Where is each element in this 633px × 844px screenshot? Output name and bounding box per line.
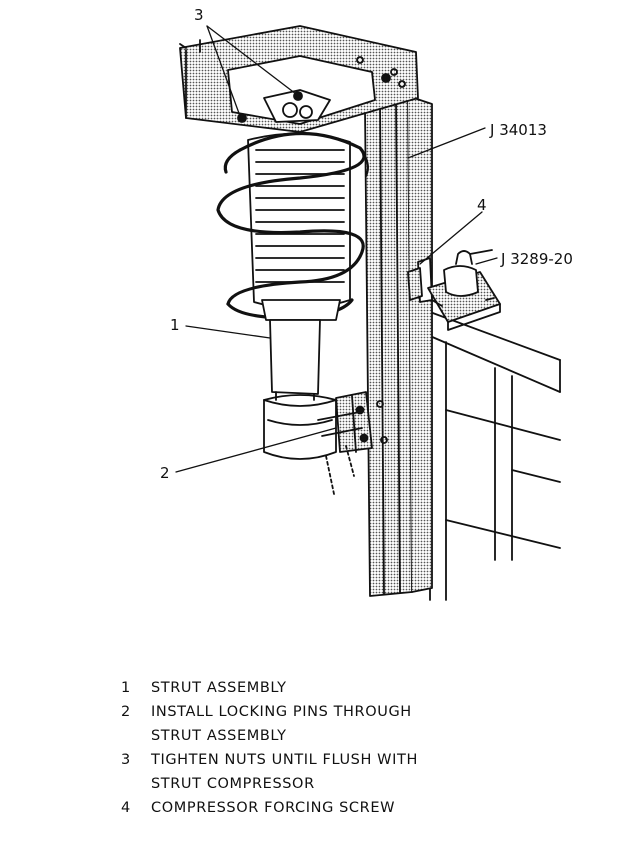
compressor-post [364,95,433,597]
legend-text-3b: STRUT COMPRESSOR [151,776,315,792]
callout-j34013: J 34013 [489,121,547,139]
legend-text-2b: STRUT ASSEMBLY [151,728,287,744]
leader-lines [175,25,498,473]
coil-spring [216,131,369,320]
legend-text-4: COMPRESSOR FORCING SCREW [151,800,395,816]
legend-num-4: 4 [121,800,131,816]
forcing-screw-assembly [407,249,501,331]
legend-num-3: 3 [121,752,131,768]
callout-1: 1 [170,316,180,334]
compressor-top-bracket [179,25,419,133]
legend-text-1: STRUT ASSEMBLY [151,680,287,696]
lower-clamp [317,391,388,495]
legend-num-1: 1 [121,680,131,696]
callout-2: 2 [160,464,170,482]
callout-3: 3 [194,6,204,24]
legend-text-2a: INSTALL LOCKING PINS THROUGH [151,704,412,720]
workbench [429,311,561,601]
legend-text-3a: TIGHTEN NUTS UNTIL FLUSH WITH [150,752,418,768]
callout-4: 4 [477,196,487,214]
callout-j3289: J 3289-20 [500,250,573,268]
legend-num-2: 2 [121,704,131,720]
legend: 1 STRUT ASSEMBLY 2 INSTALL LOCKING PINS … [121,680,418,816]
